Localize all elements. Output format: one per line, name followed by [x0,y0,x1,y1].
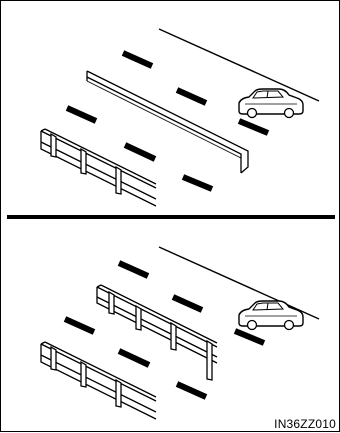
car-icon [239,301,303,330]
guardrail [97,285,217,380]
top-panel [41,29,319,206]
guardrail [41,129,156,206]
bottom-panel [41,247,319,419]
car-icon [239,89,303,118]
lane-dashes [65,263,264,397]
median-curb [87,71,248,173]
figure-code: IN36ZZ010 [274,417,336,431]
road-edge-line [159,247,319,319]
guardrail [41,342,156,419]
